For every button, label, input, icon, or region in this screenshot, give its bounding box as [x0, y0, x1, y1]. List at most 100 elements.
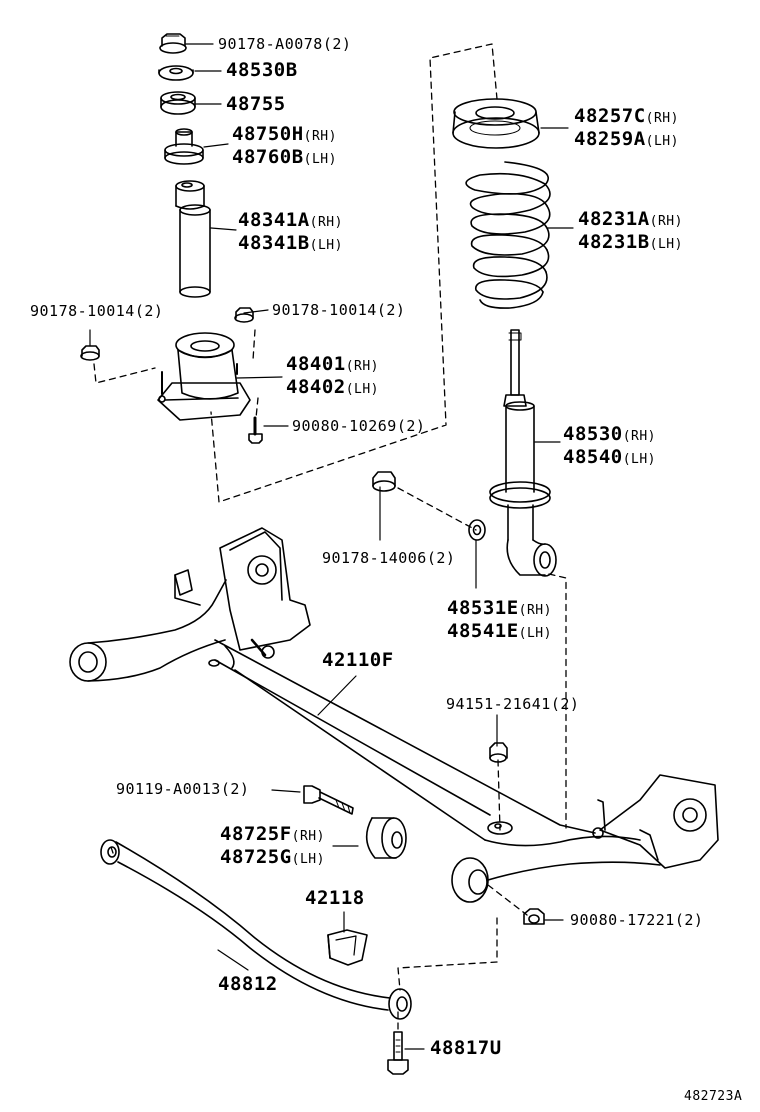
label-42110F: 42110F — [322, 649, 394, 671]
part-side: (RH) — [303, 129, 337, 144]
part-number: 42110F — [322, 649, 394, 671]
label-90178-10014-right: 90178-10014(2) — [272, 301, 405, 319]
bolt-mount-icon — [249, 418, 262, 443]
part-number: 90119-A0013 — [116, 780, 221, 798]
part-number: 48725F — [220, 823, 292, 845]
part-number: 48760B — [232, 146, 304, 168]
part-side: (RH) — [518, 603, 552, 618]
washer-icon — [159, 66, 193, 80]
label-48750H: 48750H(RH) 48760B(LH) — [232, 124, 337, 170]
label-48817U: 48817U — [430, 1037, 502, 1059]
beam-nut-icon — [490, 743, 507, 762]
part-number: 90178-14006 — [322, 549, 427, 567]
part-number: 90178-10014 — [30, 302, 135, 320]
part-side: (LH) — [645, 134, 679, 149]
assembly-dashed-lines — [94, 44, 566, 1030]
part-number: 90178-A0078 — [218, 35, 323, 53]
label-48341A: 48341A(RH) 48341B(LH) — [238, 210, 343, 256]
part-number: 48530B — [226, 59, 298, 81]
hex-nut-left-icon — [81, 346, 99, 360]
part-number: 48755 — [226, 93, 286, 115]
dust-boot-icon — [176, 181, 210, 297]
part-side: (LH) — [345, 382, 380, 397]
part-qty: (2) — [426, 549, 456, 567]
part-number: 48402 — [286, 376, 346, 398]
spring-seat-icon — [453, 99, 539, 148]
bumper-ring-icon — [161, 92, 195, 114]
label-94151-21641: 94151-21641(2) — [446, 695, 579, 713]
part-number: 48812 — [218, 973, 278, 995]
label-48755: 48755 — [226, 93, 286, 115]
part-number: 48530 — [563, 423, 623, 445]
arm-bushing-icon — [367, 818, 406, 858]
part-qty: (2) — [220, 780, 250, 798]
label-90080-17221: 90080-17221(2) — [570, 911, 703, 929]
part-side: (LH) — [649, 237, 683, 252]
part-qty: (2) — [376, 301, 406, 319]
part-number: 48259A — [574, 128, 646, 150]
part-number: 48257C — [574, 105, 646, 127]
label-48530: 48530(RH) 48540(LH) — [563, 424, 656, 470]
arm-bolt-icon — [304, 786, 353, 814]
part-side: (RH) — [645, 111, 679, 126]
coil-spring-icon — [466, 162, 550, 308]
part-qty: (2) — [322, 35, 352, 53]
lateral-rod-icon — [101, 840, 411, 1019]
flange-nut-icon — [160, 34, 186, 53]
part-qty: (2) — [550, 695, 580, 713]
diagram-id: 482723A — [684, 1089, 743, 1104]
part-number: 48750H — [232, 123, 304, 145]
part-side: (RH) — [309, 215, 343, 230]
part-number: 94151-21641 — [446, 695, 551, 713]
part-side: (RH) — [345, 359, 380, 374]
part-number: 48531E — [447, 597, 519, 619]
axle-beam-icon — [70, 528, 718, 902]
label-90080-10269: 90080-10269(2) — [292, 417, 425, 435]
shock-bushing-icon — [469, 520, 485, 540]
part-qty: (2) — [674, 911, 704, 929]
part-number: 90080-17221 — [570, 911, 675, 929]
part-side: (LH) — [518, 626, 552, 641]
bushing-icon — [165, 129, 203, 164]
label-48401: 48401(RH) 48402(LH) — [286, 354, 379, 400]
strut-mount-icon — [158, 333, 250, 420]
bracket-icon — [328, 930, 367, 965]
part-number: 48540 — [563, 446, 623, 468]
hex-nut-right-icon — [235, 308, 253, 322]
part-number: 90178-10014 — [272, 301, 377, 319]
part-side: (LH) — [309, 238, 343, 253]
part-number: 48817U — [430, 1037, 502, 1059]
part-number: 48725G — [220, 846, 292, 868]
part-number: 48341A — [238, 209, 310, 231]
part-side: (RH) — [622, 429, 657, 444]
leader-lines — [90, 44, 573, 1049]
label-42118: 42118 — [305, 887, 365, 909]
label-90178-14006: 90178-14006(2) — [322, 549, 455, 567]
part-number: 90080-10269 — [292, 417, 397, 435]
part-side: (RH) — [291, 829, 325, 844]
part-number: 42118 — [305, 887, 365, 909]
part-side: (LH) — [303, 152, 337, 167]
part-side: (RH) — [649, 214, 683, 229]
label-90119-A0013: 90119-A0013(2) — [116, 780, 249, 798]
label-48231A: 48231A(RH) 48231B(LH) — [578, 209, 683, 255]
label-90178-10014-left: 90178-10014(2) — [30, 302, 163, 320]
part-side: (LH) — [622, 452, 657, 467]
rod-nut-icon — [524, 909, 544, 924]
part-number: 48341B — [238, 232, 310, 254]
lower-nut-icon — [373, 472, 395, 491]
part-qty: (2) — [134, 302, 164, 320]
part-number: 48231A — [578, 208, 650, 230]
label-48531E: 48531E(RH) 48541E(LH) — [447, 598, 552, 644]
shock-absorber-icon — [490, 330, 556, 576]
label-48812: 48812 — [218, 973, 278, 995]
label-48530B: 48530B — [226, 59, 298, 81]
part-qty: (2) — [396, 417, 426, 435]
part-side: (LH) — [291, 852, 325, 867]
rod-bolt-icon — [388, 1032, 408, 1074]
part-number: 48541E — [447, 620, 519, 642]
label-48257C: 48257C(RH) 48259A(LH) — [574, 106, 679, 152]
part-number: 48401 — [286, 353, 346, 375]
label-90178-A0078: 90178-A0078(2) — [218, 35, 351, 53]
